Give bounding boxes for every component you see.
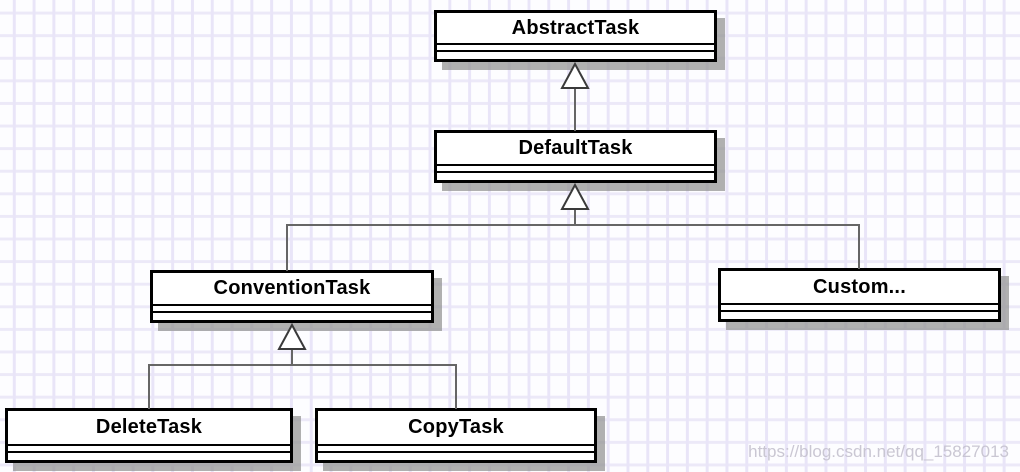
class-node-custom: Custom...: [718, 268, 1001, 322]
fields-compartment: [318, 444, 594, 451]
fields-compartment: [8, 444, 290, 451]
class-name-label: DeleteTask: [95, 416, 203, 438]
edge-children-to-defaulttask: [286, 182, 860, 271]
methods-compartment: [721, 310, 998, 319]
watermark-text: https://blog.csdn.net/qq_15827013: [748, 442, 1009, 461]
methods-compartment: [8, 451, 290, 460]
fields-compartment: [437, 164, 714, 171]
methods-compartment: [437, 50, 714, 59]
class-node-copy-task: CopyTask: [315, 408, 597, 463]
class-name-label: Custom...: [813, 275, 906, 298]
fields-compartment: [437, 43, 714, 50]
methods-compartment: [437, 171, 714, 180]
class-node-default-task: DefaultTask: [434, 130, 717, 183]
class-name-label: ConventionTask: [213, 277, 371, 299]
fields-compartment: [721, 303, 998, 310]
generalization-arrow-icon: [560, 61, 590, 89]
class-node-abstract-task: AbstractTask: [434, 10, 717, 62]
edge-children-to-conventiontask: [148, 322, 457, 409]
class-node-delete-task: DeleteTask: [5, 408, 293, 463]
class-name-label: CopyTask: [408, 416, 504, 438]
class-name-label: DefaultTask: [518, 137, 633, 159]
methods-compartment: [318, 451, 594, 460]
fields-compartment: [153, 304, 431, 311]
generalization-arrow-icon: [560, 182, 590, 210]
class-name-label: AbstractTask: [511, 16, 640, 39]
class-node-convention-task: ConventionTask: [150, 270, 434, 323]
edge-defaulttask-to-abstracttask: [560, 61, 590, 131]
generalization-arrow-icon: [277, 322, 307, 350]
methods-compartment: [153, 311, 431, 320]
